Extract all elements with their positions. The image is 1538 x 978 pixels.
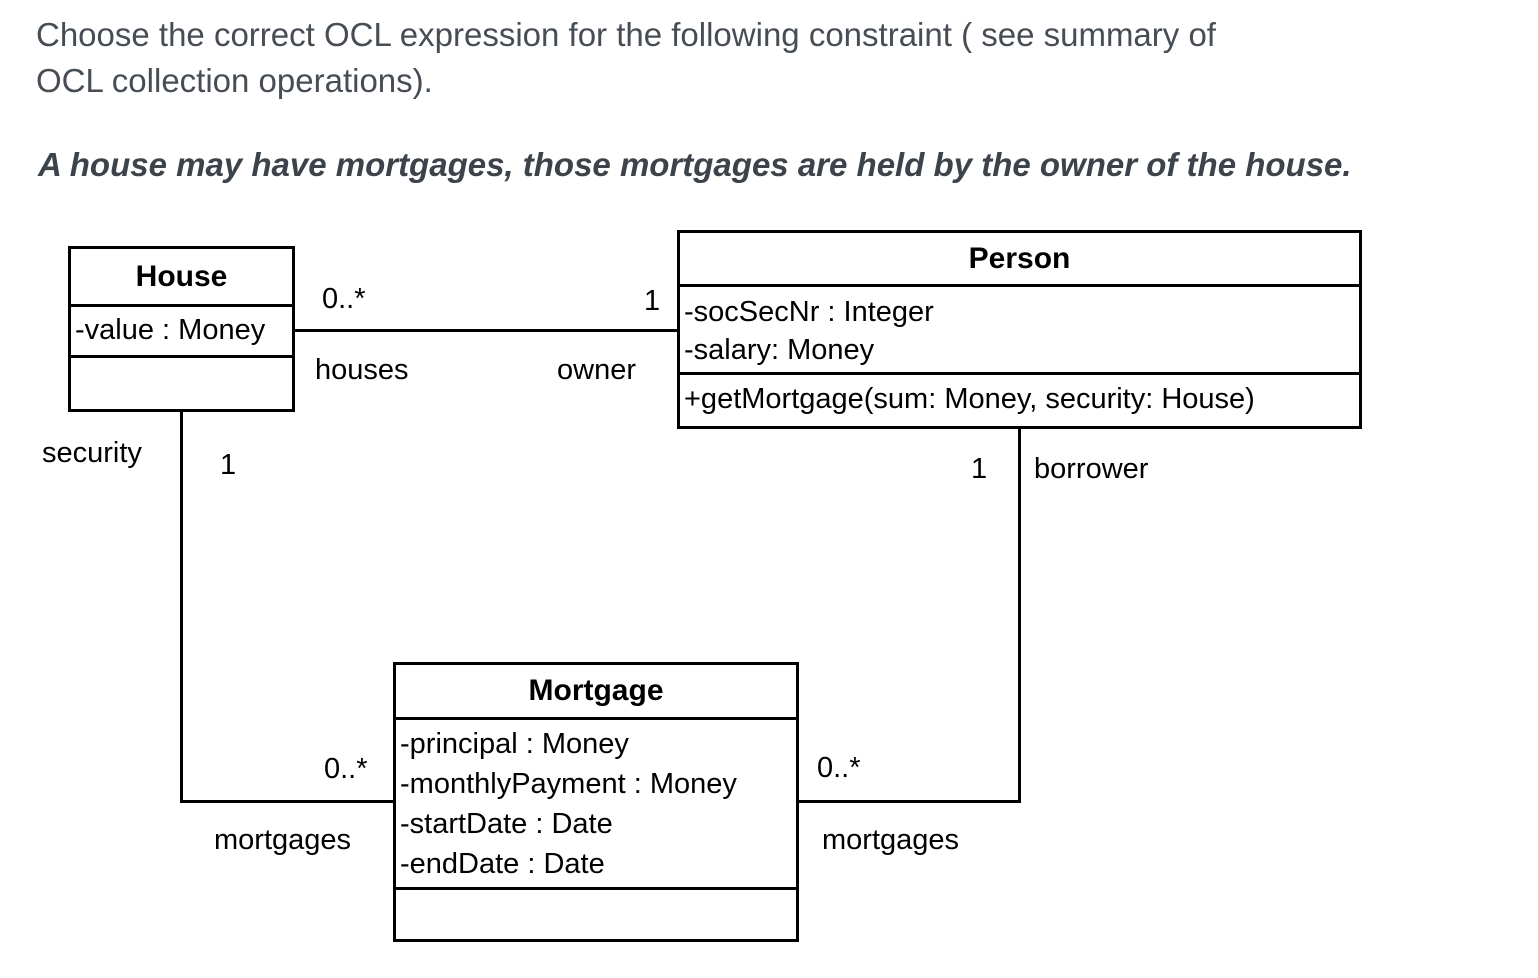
class-person-name: Person: [680, 233, 1359, 287]
class-person-attribute-socsecnr: -socSecNr : Integer: [684, 296, 934, 328]
class-house-attributes: -value : Money: [71, 307, 292, 358]
class-house-operations-empty: [71, 358, 292, 409]
class-mortgage-operations-empty: [396, 890, 796, 939]
security-end-multiplicity: 1: [220, 449, 237, 481]
question-prompt: Choose the correct OCL expression for th…: [36, 12, 1216, 104]
class-mortgage-attribute-enddate: -endDate : Date: [400, 848, 605, 880]
class-house-attribute-value: -value : Money: [75, 314, 266, 346]
class-house: House -value : Money: [68, 246, 295, 412]
class-mortgage-attribute-startdate: -startDate : Date: [400, 808, 613, 840]
class-mortgage: Mortgage -principal : Money -monthlyPaym…: [393, 662, 799, 942]
association-house-mortgage-line-vertical: [180, 412, 183, 803]
owner-end-multiplicity: 1: [644, 285, 661, 317]
security-end-role: security: [42, 437, 142, 469]
mortgages-left-end-role: mortgages: [214, 824, 352, 856]
association-house-person-line: [295, 329, 677, 332]
class-person-attributes: -socSecNr : Integer -salary: Money: [680, 287, 1359, 375]
association-person-mortgage-line-vertical: [1018, 429, 1021, 803]
question-prompt-line2: OCL collection operations).: [36, 62, 433, 99]
class-person: Person -socSecNr : Integer -salary: Mone…: [677, 230, 1362, 429]
class-mortgage-attribute-monthlypayment: -monthlyPayment : Money: [400, 768, 737, 800]
borrower-end-multiplicity: 1: [971, 453, 988, 485]
mortgages-right-end-role: mortgages: [822, 824, 960, 856]
class-person-attribute-salary: -salary: Money: [684, 334, 875, 366]
borrower-end-role: borrower: [1034, 453, 1149, 485]
class-mortgage-name: Mortgage: [396, 665, 796, 720]
house-end-role-houses: houses: [315, 354, 409, 386]
class-mortgage-attributes: -principal : Money -monthlyPayment : Mon…: [396, 720, 796, 890]
class-person-operations: +getMortgage(sum: Money, security: House…: [680, 375, 1359, 426]
question-prompt-line1: Choose the correct OCL expression for th…: [36, 16, 1216, 53]
association-person-mortgage-line-horizontal: [799, 800, 1018, 803]
class-mortgage-attribute-principal: -principal : Money: [400, 728, 629, 760]
constraint-statement: A house may have mortgages, those mortga…: [38, 146, 1352, 183]
class-house-name: House: [71, 249, 292, 307]
class-person-operation-getmortgage: +getMortgage(sum: Money, security: House…: [684, 383, 1255, 415]
house-end-multiplicity: 0..*: [322, 283, 366, 315]
mortgages-left-end-multiplicity: 0..*: [324, 753, 368, 785]
owner-end-role: owner: [557, 354, 636, 386]
mortgages-right-end-multiplicity: 0..*: [817, 752, 861, 784]
association-house-mortgage-line-horizontal: [180, 800, 393, 803]
